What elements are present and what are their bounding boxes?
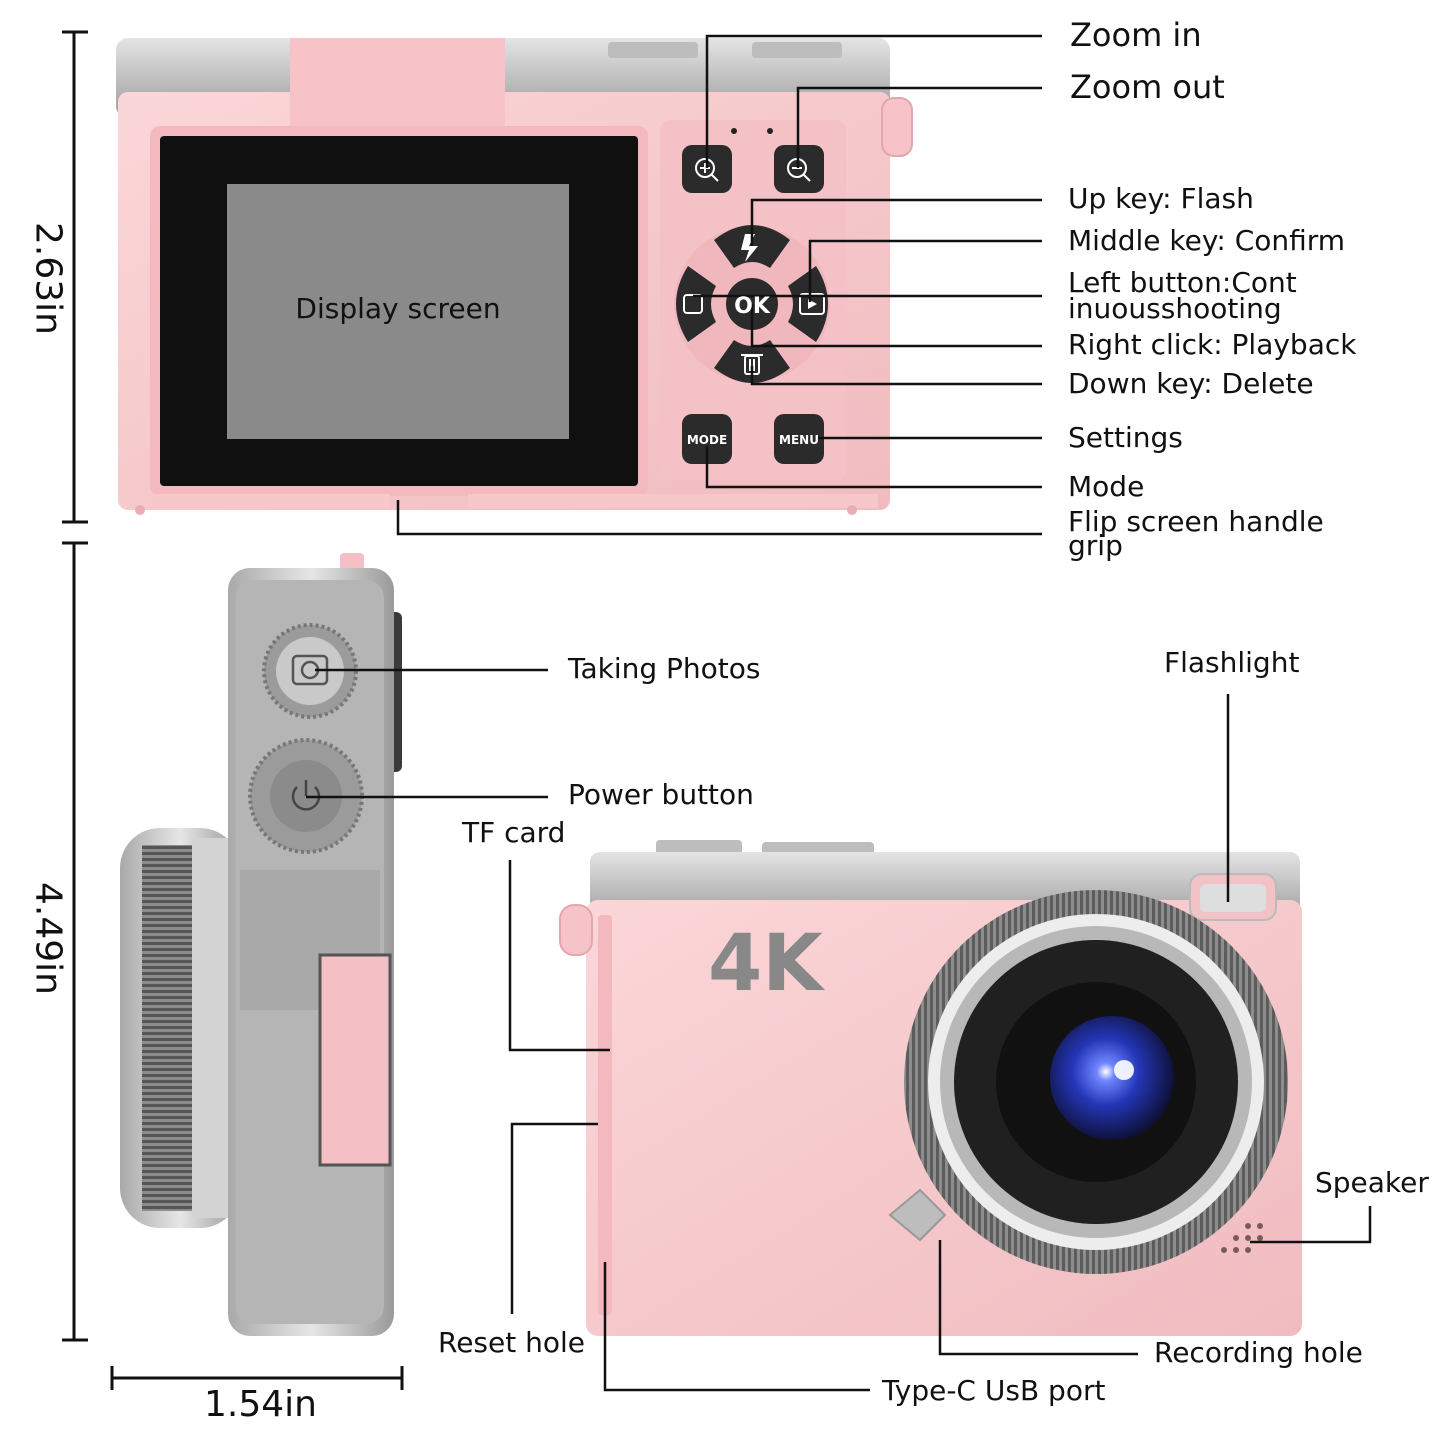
menu-button[interactable] [774,414,824,464]
label-flashlight: Flashlight [1164,646,1300,679]
mode-button-label: MODE [687,433,727,447]
label-middle-key: Middle key: Confirm [1068,224,1346,257]
down-key-delete[interactable] [714,340,790,383]
label-reset-hole: Reset hole [438,1326,585,1359]
label-left-button-line2: inuousshooting [1068,292,1282,325]
label-type-c: Type-C UsB port [882,1374,1106,1407]
display-screen [227,184,569,439]
label-zoom-out: Zoom out [1070,68,1225,106]
label-taking-photos: Taking Photos [568,652,761,685]
camera-side-view [120,553,402,1336]
display-screen-label: Display screen [295,292,500,325]
speaker-grille [1221,1223,1263,1253]
leader-lines-front [508,694,1372,1392]
camera-back-view [116,38,913,515]
dimension-width: 1.54in [204,1384,317,1425]
label-settings: Settings [1068,421,1183,454]
label-power-button: Power button [568,778,754,811]
leader-lines-side [306,668,548,799]
label-down-key: Down key: Delete [1068,367,1314,400]
label-speaker: Speaker [1315,1166,1429,1199]
flash-icon [741,234,758,262]
ok-button-label: OK [734,294,771,319]
badge-4k: 4K [708,919,825,1009]
label-flip-line2: grip [1068,529,1123,562]
label-left-button-line1: Left button:Cont [1068,266,1297,299]
dimension-height-bottom: 4.49in [27,882,69,995]
label-flip-line1: Flip screen handle [1068,505,1324,538]
label-mode: Mode [1068,470,1145,503]
trash-icon [741,354,763,375]
lens [1050,1016,1174,1140]
label-up-key: Up key: Flash [1068,182,1254,215]
power-icon[interactable] [291,780,321,811]
label-tf-card: TF card [462,816,566,849]
label-right-click: Right click: Playback [1068,328,1357,361]
mode-button[interactable] [682,414,732,464]
dimension-height-top: 2.63in [27,222,69,335]
menu-button-label: MENU [779,433,819,447]
left-button-continuous-shooting[interactable] [676,266,716,342]
label-zoom-in: Zoom in [1070,16,1202,54]
zoom-in-icon [695,158,719,182]
camera-front-view [559,840,1302,1336]
dimension-lines [62,30,404,1390]
leader-lines-top [396,34,1042,536]
label-recording-hole: Recording hole [1154,1336,1363,1369]
